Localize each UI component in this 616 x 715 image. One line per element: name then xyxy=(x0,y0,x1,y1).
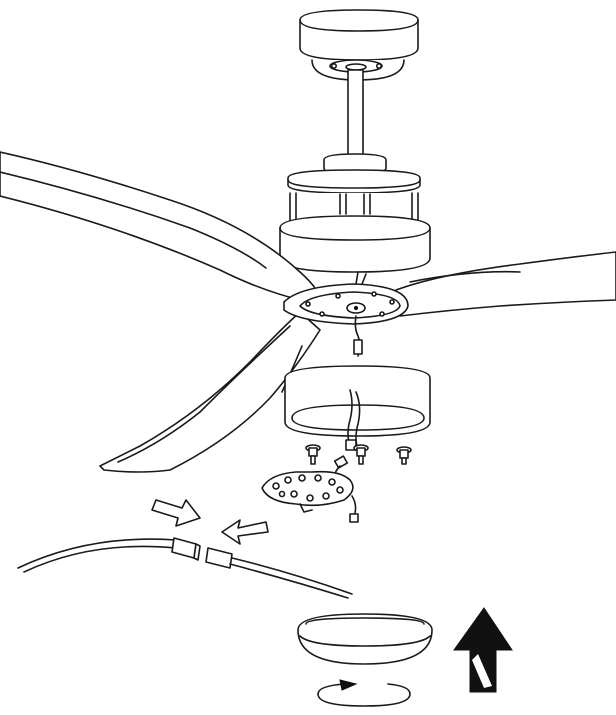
up-arrow-icon xyxy=(453,607,513,693)
glass-shade xyxy=(297,613,433,665)
screw xyxy=(396,446,412,465)
switch-housing xyxy=(284,365,431,487)
hub-wires xyxy=(353,315,363,357)
led-module xyxy=(261,470,359,523)
fan-blade-lower xyxy=(99,311,321,473)
fan-blade-left xyxy=(0,151,321,301)
screw xyxy=(305,444,321,465)
screw xyxy=(353,444,369,465)
motor-housing xyxy=(279,153,431,273)
screws xyxy=(305,444,412,465)
fan-blade-right xyxy=(395,251,616,317)
downrod xyxy=(347,69,364,161)
rotate-arrow-icon xyxy=(317,679,411,707)
canopy xyxy=(299,9,419,81)
wire-connector xyxy=(17,537,353,599)
blade-hub-plate xyxy=(283,271,409,325)
push-arrow-icon xyxy=(151,499,201,527)
push-arrow-icon xyxy=(221,519,269,545)
